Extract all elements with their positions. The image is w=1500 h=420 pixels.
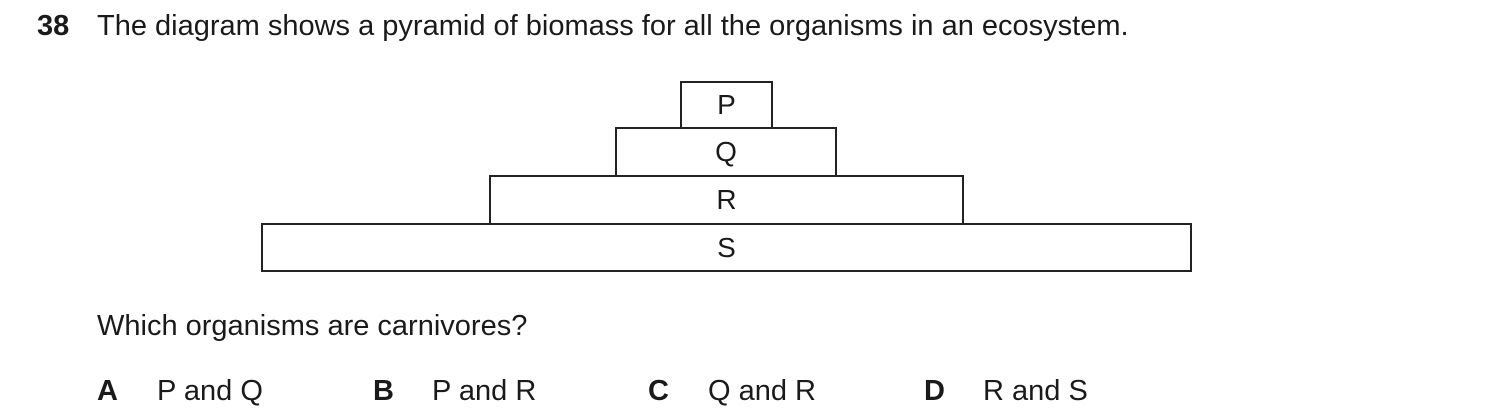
pyramid-level-q: Q: [615, 127, 837, 177]
question-number: 38: [37, 10, 70, 42]
option-c-letter: C: [648, 375, 669, 407]
pyramid-level-r: R: [489, 175, 964, 225]
pyramid-level-s: S: [261, 223, 1192, 272]
pyramid-label-q: Q: [715, 136, 737, 167]
option-a-letter: A: [97, 375, 118, 407]
pyramid-label-r: R: [716, 184, 737, 215]
option-c-text: Q and R: [708, 375, 816, 407]
option-d-letter: D: [924, 375, 945, 407]
pyramid-level-p: P: [680, 81, 773, 129]
pyramid-label-s: S: [717, 231, 736, 263]
question-prompt: Which organisms are carnivores?: [97, 310, 528, 342]
biomass-pyramid-diagram: P Q R S: [261, 81, 1192, 272]
question-text: The diagram shows a pyramid of biomass f…: [97, 10, 1129, 42]
pyramid-label-p: P: [717, 89, 736, 120]
option-d-text: R and S: [983, 375, 1088, 407]
option-a-text: P and Q: [157, 375, 263, 407]
option-b-letter: B: [373, 375, 394, 407]
option-b-text: P and R: [432, 375, 537, 407]
